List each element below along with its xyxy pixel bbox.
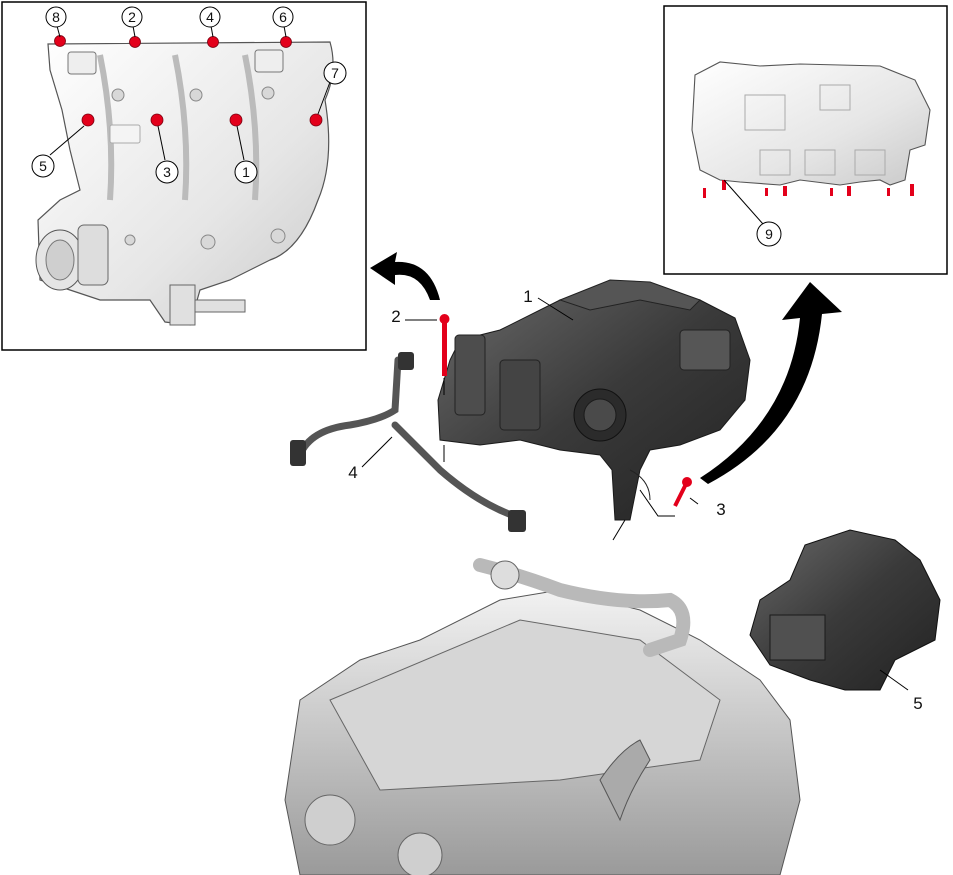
inset-tightening-sequence: 8 2 4 6 7 5 3 1	[1, 1, 367, 351]
side-rib	[759, 149, 791, 176]
side-rib	[804, 149, 836, 176]
arrow-to-top-left-inset	[370, 252, 440, 300]
callout-5: 5	[39, 158, 47, 174]
runner-block	[679, 329, 731, 371]
label-3: 3	[716, 500, 725, 519]
runner-ridge	[242, 54, 260, 201]
bolt-tip	[765, 188, 768, 196]
callout-circle	[199, 6, 221, 28]
manifold-top-ridge	[558, 279, 701, 311]
bolt-8	[54, 35, 66, 47]
runner-ridge	[172, 54, 190, 201]
part-5-component	[749, 529, 941, 691]
arrow-to-top-right-inset	[700, 282, 842, 484]
callout-1: 1	[242, 164, 250, 180]
callout-3: 3	[163, 164, 171, 180]
bolt-tip	[722, 180, 726, 190]
side-rib	[819, 84, 851, 111]
part-5-face	[769, 614, 826, 661]
oil-filler-neck	[599, 739, 651, 822]
bolt-1	[229, 113, 243, 127]
label-4: 4	[348, 463, 357, 482]
boss	[124, 234, 136, 246]
leader-3	[689, 497, 699, 505]
engine-block	[284, 558, 801, 875]
intake-manifold	[437, 279, 751, 521]
bolt-tip	[887, 188, 890, 196]
mounting-pad	[254, 49, 284, 73]
callout-9: 9	[765, 226, 773, 242]
side-rib	[854, 149, 886, 176]
callout-8: 8	[52, 9, 60, 25]
bolt-3	[150, 113, 164, 127]
callout-circle	[756, 221, 782, 247]
hose-end-connector	[508, 510, 526, 532]
runner-block	[499, 359, 541, 431]
boss	[261, 86, 275, 100]
valve-cover	[329, 619, 721, 791]
callout-2: 2	[128, 9, 136, 25]
callout-circle	[323, 61, 347, 85]
sensor-connector-lead	[194, 299, 246, 313]
mounting-pad	[67, 51, 97, 75]
callout-circle	[234, 160, 258, 184]
bolt-tip	[910, 184, 914, 196]
callout-6: 6	[279, 9, 287, 25]
sensor-housing	[454, 334, 486, 416]
bolt-4	[207, 36, 219, 48]
mounting-pad	[109, 124, 141, 144]
inset-side-view: 9	[663, 5, 948, 275]
pcv-hose	[296, 356, 524, 522]
callout-circle	[45, 6, 67, 28]
bolt-tip	[830, 188, 833, 196]
bolt-tip	[847, 186, 851, 196]
hose-end-connector	[290, 440, 306, 466]
throttle-body-plate	[583, 398, 617, 432]
callout-7: 7	[331, 65, 339, 81]
bolt-tip	[703, 188, 706, 198]
bolt-3-part	[612, 477, 692, 541]
bolt-2	[129, 36, 141, 48]
side-rib	[744, 94, 786, 131]
boss	[200, 234, 216, 250]
boss	[111, 88, 125, 102]
pulley	[304, 794, 356, 846]
callout-circle	[121, 6, 143, 28]
sensor-connector	[169, 284, 196, 326]
manifold-side-view	[691, 61, 931, 186]
pulley	[397, 832, 443, 875]
bolt-7	[309, 113, 323, 127]
callout-leader	[723, 179, 764, 225]
callout-circle	[272, 6, 294, 28]
callout-circle	[155, 160, 179, 184]
boss	[189, 88, 203, 102]
label-2: 2	[391, 307, 400, 326]
boss	[270, 228, 286, 244]
bracket	[629, 469, 651, 501]
throttle-body-top-view	[35, 224, 109, 291]
callout-circle	[31, 154, 55, 178]
leader-4	[361, 436, 393, 468]
bolt-5	[81, 113, 95, 127]
label-1: 1	[523, 287, 532, 306]
bolt-tip	[783, 186, 787, 196]
leader-1	[537, 297, 574, 321]
label-5: 5	[913, 694, 922, 713]
hose-end-connector	[398, 352, 414, 370]
duct-inlet	[490, 560, 520, 590]
bolt-2-part	[439, 314, 450, 462]
bolt-6	[280, 36, 292, 48]
intake-duct	[473, 558, 691, 657]
leader-5	[879, 669, 909, 691]
callout-4: 4	[206, 9, 214, 25]
